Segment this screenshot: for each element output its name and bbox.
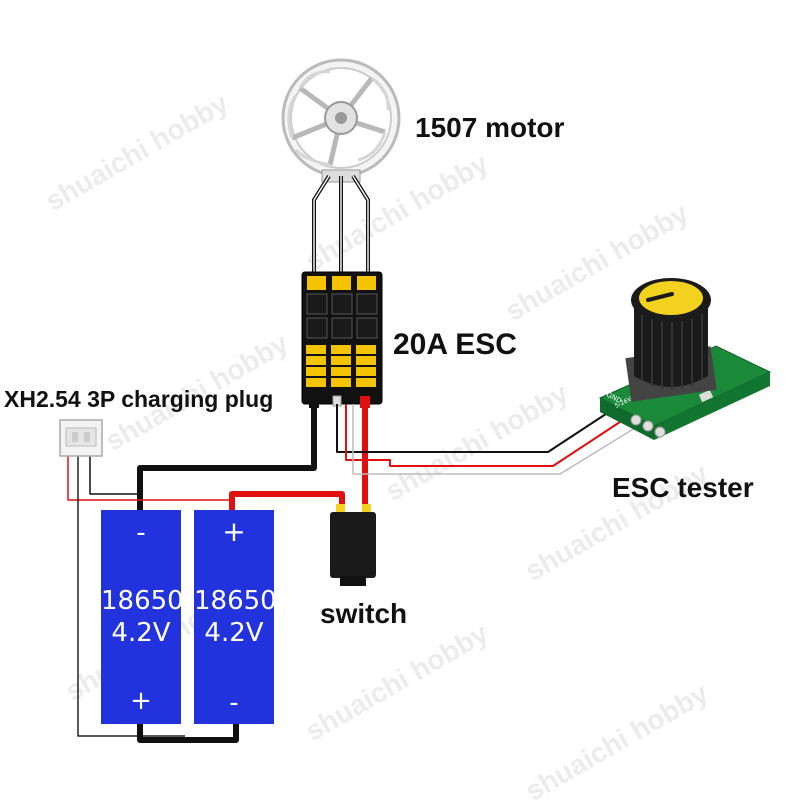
battery-model: 18650: [194, 586, 277, 616]
motor-label: 1507 motor: [415, 112, 565, 143]
battery-top-sign: -: [136, 518, 146, 548]
battery-top-sign: +: [222, 515, 246, 548]
esc-board: [301, 271, 383, 408]
switch-label: switch: [320, 598, 408, 629]
battery-cell: [101, 510, 181, 724]
charging-plug-icon: [59, 419, 103, 457]
esc-tester-label: ESC tester: [612, 472, 754, 503]
battery-voltage: 4.2V: [111, 618, 171, 648]
battery-model: 18650: [101, 586, 184, 616]
motor-wires: [312, 174, 370, 276]
switch-icon: [330, 504, 376, 586]
motor-icon: [281, 58, 401, 183]
battery-bottom-sign: +: [130, 686, 152, 716]
esc-label: 20A ESC: [393, 328, 517, 361]
battery-voltage: 4.2V: [204, 618, 264, 648]
battery-bottom-sign: -: [229, 688, 239, 718]
wires: [67, 404, 636, 743]
battery-cell: [194, 510, 274, 724]
charging-plug-label: XH2.54 3P charging plug: [4, 386, 274, 412]
esc-tester-icon: GND 5-26V SIG GND: [598, 278, 772, 440]
